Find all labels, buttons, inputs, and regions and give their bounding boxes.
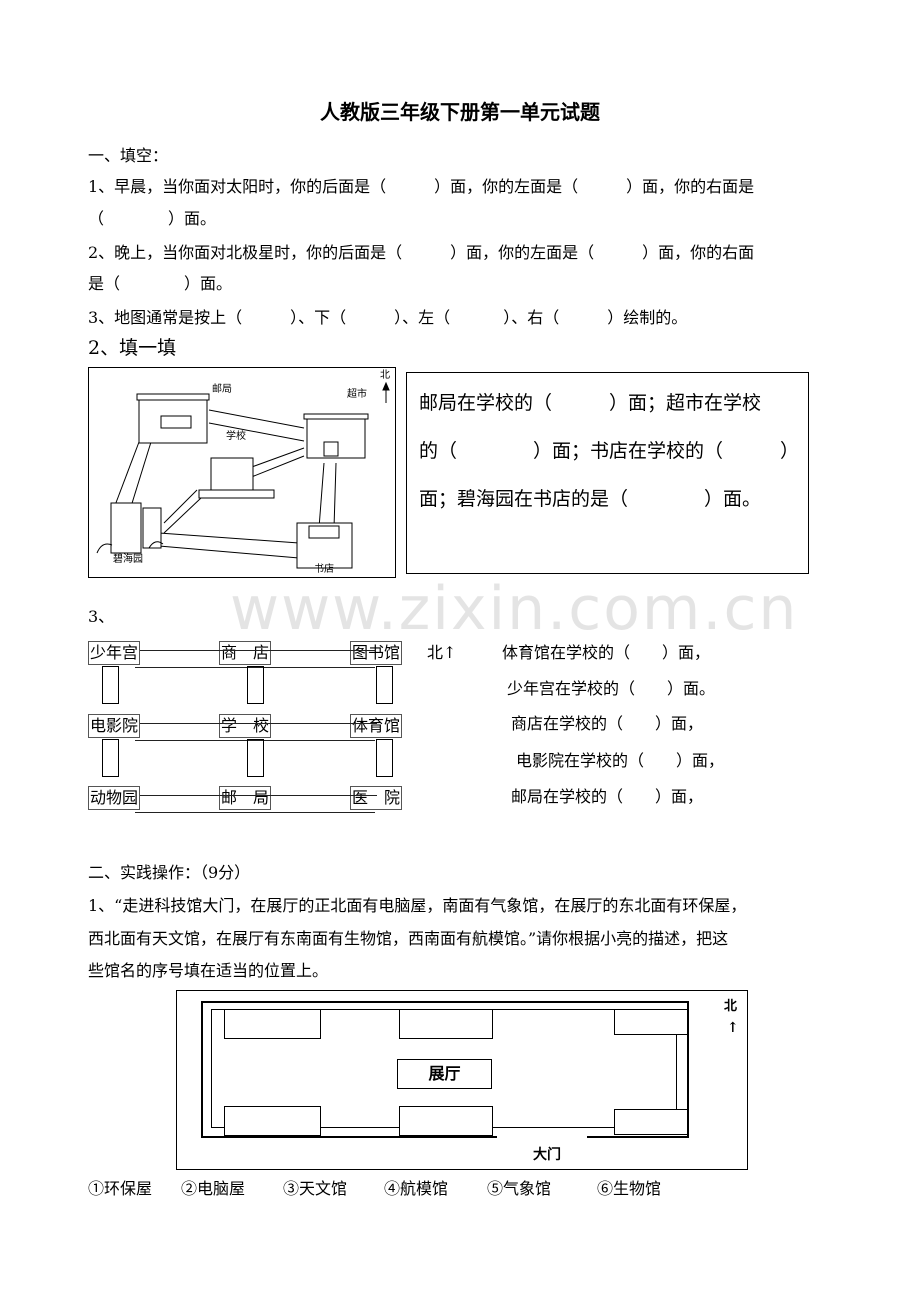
- museum-diagram: 展厅 大门 北 ↑: [176, 990, 748, 1170]
- section2-para: 西北面有天文馆，在展厅有东南面有生物馆，西南面有航模馆。”请你根据小亮的描述，把…: [88, 929, 729, 948]
- grid-question: 电影院在学校的（ ）面，: [516, 751, 725, 770]
- page-title: 人教版三年级下册第一单元试题: [320, 100, 600, 124]
- map-label-supermarket: 超市: [347, 389, 367, 400]
- grid-question: 邮局在学校的（ ）面，: [511, 787, 704, 806]
- north-label: 北: [724, 999, 738, 1014]
- gate-label: 大门: [533, 1147, 561, 1163]
- map-label-bookstore: 书店: [314, 564, 334, 575]
- room-slot-nw[interactable]: [224, 1009, 321, 1039]
- town-map-drawing: [96, 381, 390, 569]
- option: ②电脑屋: [181, 1179, 246, 1198]
- section1-heading: 一、填空：: [88, 146, 169, 165]
- grid-cell: 体育馆: [350, 714, 403, 738]
- question-1: 1、早晨，当你面对太阳时，你的后面是（ ）面，你的左面是（ ）面，你的右面是: [88, 177, 755, 196]
- section2-para: 些馆名的序号填在适当的位置上。: [88, 961, 329, 980]
- map-label-post: 邮局: [212, 384, 232, 395]
- grid-question: 商店在学校的（ ）面，: [511, 714, 704, 733]
- question-3: 3、地图通常是按上（ ）、下（ ）、左（ ）、右（ ）绘制的。: [88, 308, 688, 327]
- option: ④航模馆: [384, 1179, 449, 1198]
- fill-line-3: 面；碧海园在书店的是（ ）面。: [419, 488, 762, 510]
- grid-question: 少年宫在学校的（ ）面。: [507, 679, 716, 698]
- grid-cell: 电影院: [88, 714, 141, 738]
- exhibition-hall: 展厅: [397, 1059, 492, 1089]
- grid-cell: 动物园: [88, 786, 141, 810]
- option: ③天文馆: [283, 1179, 348, 1198]
- grid-cell: 少年宫: [88, 641, 141, 665]
- grid-cell: 学 校: [219, 714, 272, 738]
- watermark: www.zixin.com.cn: [230, 574, 799, 644]
- room-slot-s[interactable]: [399, 1106, 493, 1136]
- map-label-residence: 碧海园: [113, 554, 143, 565]
- fill-in-box: 邮局在学校的（ ）面；超市在学校 的（ ）面；书店在学校的（ ） 面；碧海园在书…: [406, 372, 809, 574]
- fill-line-1: 邮局在学校的（ ）面；超市在学校: [419, 392, 762, 414]
- room-slot-sw[interactable]: [224, 1106, 321, 1136]
- north-indicator: 北↑: [427, 643, 457, 662]
- option: ⑤气象馆: [487, 1179, 552, 1198]
- map-label-school: 学校: [226, 431, 246, 442]
- question-2: 2、晚上，当你面对北极星时，你的后面是（ ）面，你的左面是（ ）面，你的右面: [88, 243, 755, 262]
- fill-line-2: 的（ ）面；书店在学校的（ ）: [419, 440, 800, 462]
- town-map-figure: 邮局 超市 学校 碧海园 书店 北: [88, 367, 396, 578]
- section2-heading: 二、实践操作：（9分）: [88, 863, 251, 882]
- question-1-cont: （ ）面。: [88, 209, 217, 228]
- option: ①环保屋: [88, 1179, 153, 1198]
- grid-cell: 邮 局: [219, 786, 272, 810]
- section2-para: 1、“走进科技馆大门，在展厅的正北面有电脑屋，南面有气象馆，在展厅的东北面有环保…: [88, 896, 747, 915]
- map-north-label: 北: [380, 370, 390, 381]
- north-arrow-icon: ↑: [727, 1020, 739, 1036]
- grid-cell: 图书馆: [350, 641, 403, 665]
- room-slot-se[interactable]: [614, 1109, 688, 1135]
- part3-heading: 3、: [88, 607, 115, 626]
- room-slot-n[interactable]: [399, 1009, 493, 1039]
- option: ⑥生物馆: [597, 1179, 662, 1198]
- grid-cell: 商 店: [219, 641, 272, 665]
- room-slot-ne[interactable]: [614, 1009, 688, 1035]
- grid-cell: 医 院: [350, 786, 403, 810]
- grid-question: 体育馆在学校的（ ）面，: [502, 643, 711, 662]
- question-2-cont: 是（ ）面。: [88, 274, 233, 293]
- part2-heading: 2、填一填: [88, 337, 177, 359]
